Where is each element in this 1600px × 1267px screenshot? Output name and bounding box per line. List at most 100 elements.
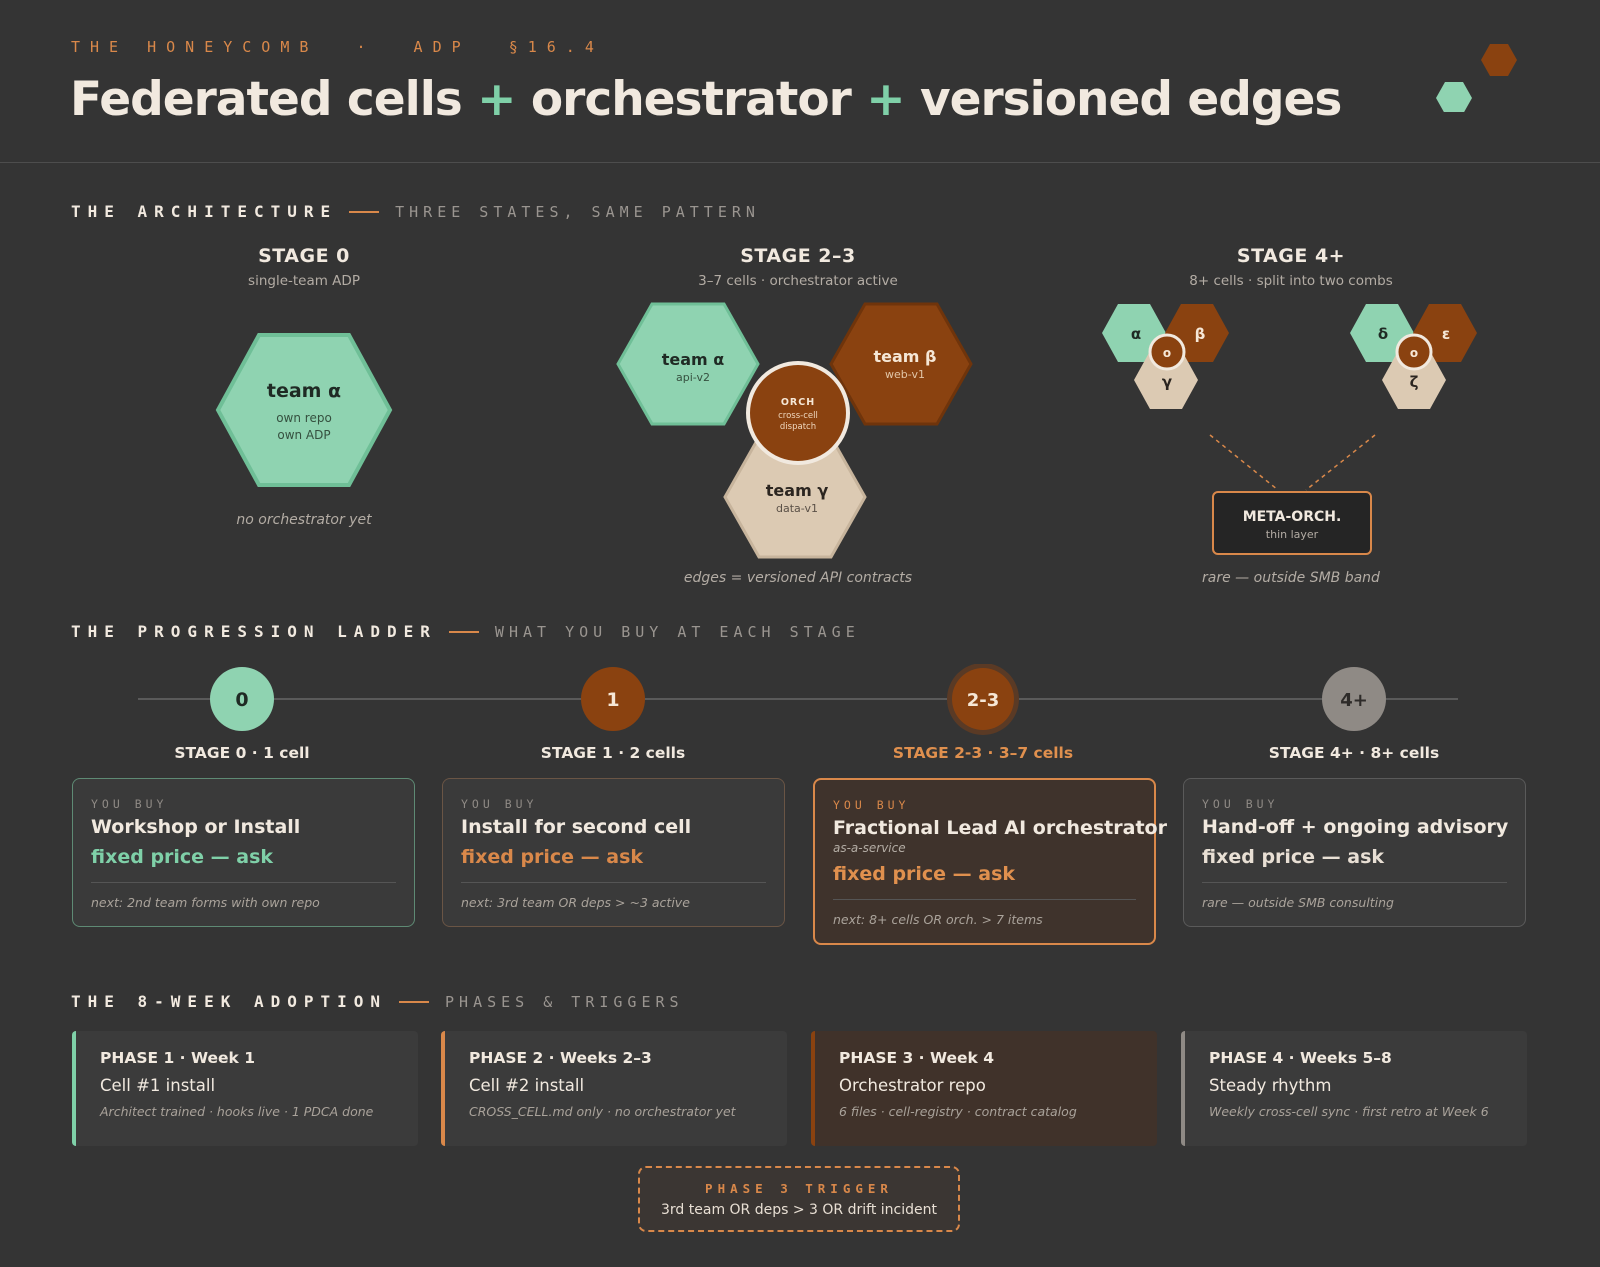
phase-card-4: PHASE 4 · Weeks 5–8 Steady rhythm Weekly… — [1181, 1031, 1527, 1146]
stage-badge-23 — [952, 668, 1014, 730]
phase-title: PHASE 2 · Weeks 2–3 — [469, 1049, 652, 1067]
stage-badge-text: 0 — [235, 689, 248, 711]
phase-description: Architect trained · hooks live · 1 PDCA … — [100, 1104, 374, 1119]
phase-card-3: PHASE 3 · Week 4 Orchestrator repo 6 fil… — [811, 1031, 1157, 1146]
header-divider — [0, 162, 1600, 163]
stage-4-subtitle: 8+ cells · split into two combs — [1189, 273, 1393, 289]
phase-card-1: PHASE 1 · Week 1 Cell #1 install Archite… — [72, 1031, 418, 1146]
you-buy-label: YOU BUY — [461, 797, 538, 811]
stage-4-diagram: α β γ o δ ε ζ o META-ORCH. thin layer — [1102, 304, 1477, 555]
adoption-heading: THE 8-WEEK ADOPTION PHASES & TRIGGERS — [71, 992, 684, 1011]
offer-price: fixed price — ask — [91, 846, 274, 868]
section-subtitle: WHAT YOU BUY AT EACH STAGE — [494, 622, 860, 641]
stage-0-title: STAGE 0 — [258, 245, 350, 267]
offer-card-stage-0: YOU BUY Workshop or Install fixed price … — [72, 778, 415, 927]
stage-badge-text: 1 — [606, 689, 619, 711]
stage-badge-text: 2-3 — [967, 690, 1000, 711]
you-buy-label: YOU BUY — [833, 798, 910, 812]
cell-gamma-hex — [1134, 351, 1198, 409]
next-trigger: next: 2nd team forms with own repo — [91, 895, 320, 910]
stage-4-title: STAGE 4+ — [1236, 245, 1346, 267]
connector-line — [1209, 434, 1279, 491]
offer-card-stage-1: YOU BUY Install for second cell fixed pr… — [442, 778, 785, 927]
stage-badge-1 — [581, 667, 645, 731]
cell-zeta-label: ζ — [1410, 373, 1419, 391]
section-title: THE ARCHITECTURE — [71, 202, 338, 221]
phase-title: PHASE 1 · Week 1 — [100, 1049, 255, 1067]
card-divider — [1202, 882, 1507, 883]
cell-gamma-label: γ — [1162, 373, 1172, 391]
ladder-heading: THE PROGRESSION LADDER WHAT YOU BUY AT E… — [71, 622, 860, 641]
team-gamma-sub: data-v1 — [776, 502, 818, 515]
stage-1-label: STAGE 1 · 2 cells — [540, 744, 686, 762]
you-buy-label: YOU BUY — [1202, 797, 1279, 811]
trigger-label: PHASE 3 TRIGGER — [705, 1181, 893, 1196]
comb-2-orchestrator — [1395, 333, 1433, 371]
team-beta-name: team β — [874, 347, 937, 366]
section-title: THE PROGRESSION LADDER — [71, 622, 437, 641]
comb-1-orchestrator — [1148, 333, 1186, 371]
team-beta-hex — [829, 302, 973, 426]
phase-name: Cell #1 install — [100, 1076, 216, 1095]
phase-name: Orchestrator repo — [839, 1076, 986, 1095]
team-alpha-sub: api-v2 — [676, 371, 710, 384]
offer-card-stage-23: YOU BUY Fractional Lead AI orchestrator … — [813, 778, 1167, 945]
orch-mark: o — [1163, 346, 1171, 360]
phase-description: Weekly cross-cell sync · first retro at … — [1209, 1104, 1489, 1119]
offer-extra: as-a-service — [833, 841, 906, 855]
orch-mark: o — [1410, 346, 1418, 360]
orch-line-1: cross-cell — [778, 411, 818, 421]
card-divider — [461, 882, 766, 883]
stage-4-caption: rare — outside SMB band — [1202, 570, 1380, 586]
phase-title: PHASE 4 · Weeks 5–8 — [1209, 1049, 1392, 1067]
phase-description: 6 files · cell-registry · contract catal… — [839, 1104, 1077, 1119]
meta-orch-box — [1212, 491, 1372, 555]
honeycomb-logo-icon — [1436, 44, 1517, 112]
title-part-3: versioned edges — [904, 72, 1342, 127]
card-divider — [91, 882, 396, 883]
hex-line-1: own repo — [276, 411, 332, 425]
stage-badge-text: 4+ — [1340, 690, 1368, 711]
stage-badge-0 — [210, 667, 274, 731]
heading-dash — [399, 1000, 430, 1003]
stage-0-caption: no orchestrator yet — [236, 512, 372, 528]
plus-sign: + — [866, 72, 905, 127]
offer-title: Hand-off + ongoing advisory — [1202, 816, 1509, 838]
offer-price: fixed price — ask — [833, 863, 1016, 885]
orch-line-2: dispatch — [780, 422, 816, 432]
phase-name: Cell #2 install — [469, 1076, 585, 1095]
section-subtitle: PHASES & TRIGGERS — [445, 992, 684, 1011]
section-title: THE 8-WEEK ADOPTION — [71, 992, 388, 1011]
stage-badge-4 — [1322, 667, 1386, 731]
team-beta-sub: web-v1 — [885, 368, 925, 381]
next-trigger: next: 8+ cells OR orch. > 7 items — [833, 912, 1043, 927]
cell-beta-label: β — [1195, 325, 1206, 343]
offer-card-stage-4: YOU BUY Hand-off + ongoing advisory fixe… — [1183, 778, 1526, 927]
orchestrator-node — [746, 361, 850, 465]
next-trigger: rare — outside SMB consulting — [1202, 895, 1394, 910]
stage-23-diagram: team α api-v2 team β web-v1 team γ data-… — [616, 302, 973, 559]
heading-dash — [349, 210, 380, 213]
meta-orch-sub: thin layer — [1266, 528, 1319, 541]
plus-sign: + — [477, 72, 516, 127]
section-subtitle: THREE STATES, SAME PATTERN — [395, 202, 760, 221]
ladder-track: 0 1 2-3 4+ — [138, 664, 1458, 735]
offer-price: fixed price — ask — [461, 846, 644, 868]
orch-label: ORCH — [781, 397, 815, 408]
connector-line — [1305, 434, 1376, 491]
stage-4-label: STAGE 4+ · 8+ cells — [1268, 744, 1440, 762]
hex-line-2: own ADP — [277, 428, 330, 442]
card-divider — [833, 899, 1136, 900]
stage-23-title: STAGE 2–3 — [740, 245, 856, 267]
cell-zeta-hex — [1382, 351, 1446, 409]
phase-name: Steady rhythm — [1209, 1076, 1332, 1095]
stage-23-caption: edges = versioned API contracts — [683, 570, 913, 586]
stage-23-label: STAGE 2-3 · 3–7 cells — [892, 744, 1074, 762]
title-part-1: Federated cells — [70, 72, 478, 127]
trigger-text: 3rd team OR deps > 3 OR drift incident — [661, 1202, 937, 1218]
you-buy-label: YOU BUY — [91, 797, 168, 811]
heading-dash — [448, 630, 479, 633]
team-gamma-name: team γ — [766, 481, 829, 500]
page-title: Federated cells + orchestrator + version… — [70, 72, 1342, 127]
stage-23-subtitle: 3–7 cells · orchestrator active — [698, 273, 898, 289]
